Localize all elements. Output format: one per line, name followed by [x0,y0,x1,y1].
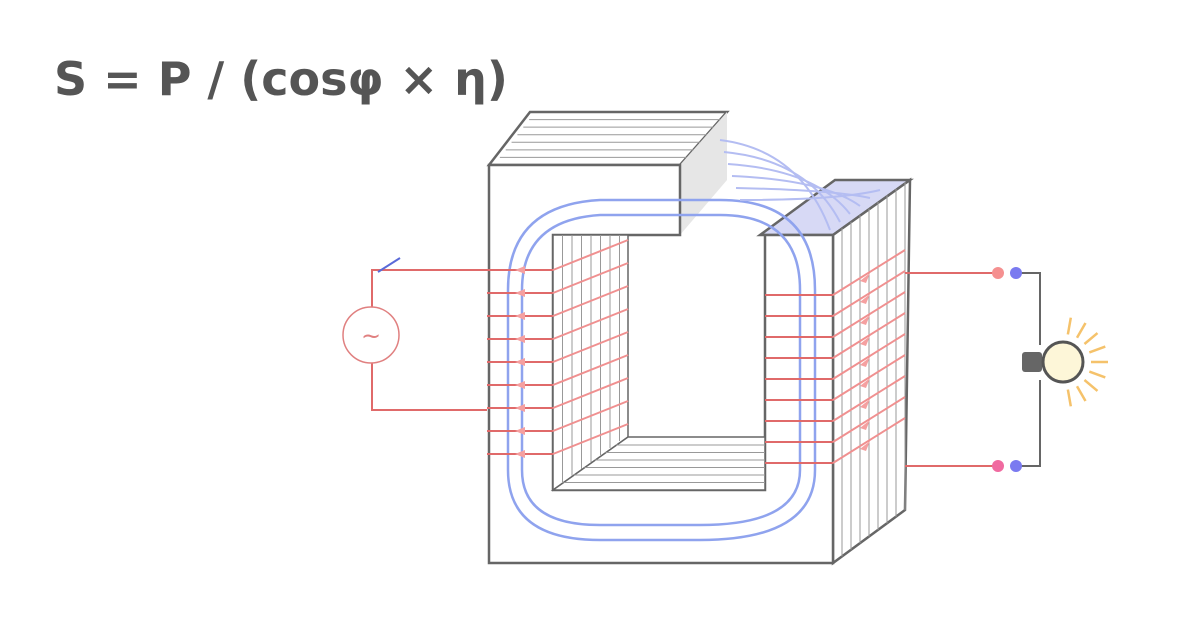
primary-turn-diagonal [552,308,629,340]
light-ray [1088,345,1106,354]
current-arrow [515,289,525,297]
current-arrow [860,336,870,346]
primary-turn-diagonal [552,354,629,386]
leakage-flux-line [735,187,871,199]
primary-turn-diagonal [552,331,629,363]
current-arrow [860,357,870,367]
secondary-turn-diagonal [832,270,906,317]
lamination-lines [499,119,906,557]
current-arrow [515,450,525,458]
ac-source-symbol: ~ [361,322,381,350]
window-bottom-face [550,436,766,491]
current-arrow [860,441,870,451]
leakage-flux-line [727,163,851,215]
ac-source [342,306,400,364]
core-cut-face [680,112,727,235]
current-arrow [515,312,525,320]
primary-turn-diagonal [552,400,629,432]
secondary-turn-diagonal [832,396,906,443]
light-ray [1083,379,1099,392]
secondary-turn-diagonal [832,312,906,359]
primary-wire-bottom [371,363,487,411]
leakage-flux-line [731,175,861,207]
secondary-turn-diagonal [832,291,906,338]
light-ray [1066,389,1073,407]
formula-title: S = P / (cosφ × η) [54,52,508,106]
current-arrow [860,315,870,325]
transformer-core [486,110,914,566]
primary-wire-top [371,269,487,307]
leakage-flux-line [719,139,831,231]
current-arrow [515,404,525,412]
terminal [1010,460,1022,472]
secondary-turn-diagonal [832,249,906,296]
light-ray [1083,332,1099,345]
primary-turn-diagonal [552,239,629,271]
current-arrow [860,399,870,409]
secondary-turn-diagonal [832,417,906,464]
circuit-wires [342,257,1041,467]
light-ray [1075,322,1087,339]
terminal [992,267,1004,279]
lamp-wire-bottom [1016,380,1041,467]
primary-turn-diagonal [552,423,629,455]
switch [377,257,401,273]
lamp-wire-top [1016,272,1041,345]
current-arrow [860,294,870,304]
current-arrow [515,266,525,274]
light-bulb-icon [1022,317,1108,407]
primary-turn-diagonal [552,285,629,317]
leakage-flux-line [739,189,881,201]
terminal [1010,267,1022,279]
current-arrow [860,420,870,430]
secondary-turn-diagonal [832,354,906,401]
current-arrow [515,335,525,343]
current-arrow [515,358,525,366]
terminal [992,460,1004,472]
primary-turn-diagonal [552,377,629,409]
current-arrow [515,381,525,389]
flux-loop-outer [506,198,817,542]
current-arrow [860,378,870,388]
light-ray [1075,385,1087,402]
terminals [992,267,1022,472]
primary-turn-diagonal [552,262,629,294]
current-arrow [860,273,870,283]
secondary-turn-diagonal [832,375,906,422]
secondary-turn-diagonal [832,333,906,380]
light-ray [1066,317,1073,335]
leakage-flux-line [723,151,841,223]
coil-windings [487,239,906,464]
current-arrow [515,427,525,435]
light-ray [1088,370,1106,379]
leakage-flux-lines [719,139,881,231]
